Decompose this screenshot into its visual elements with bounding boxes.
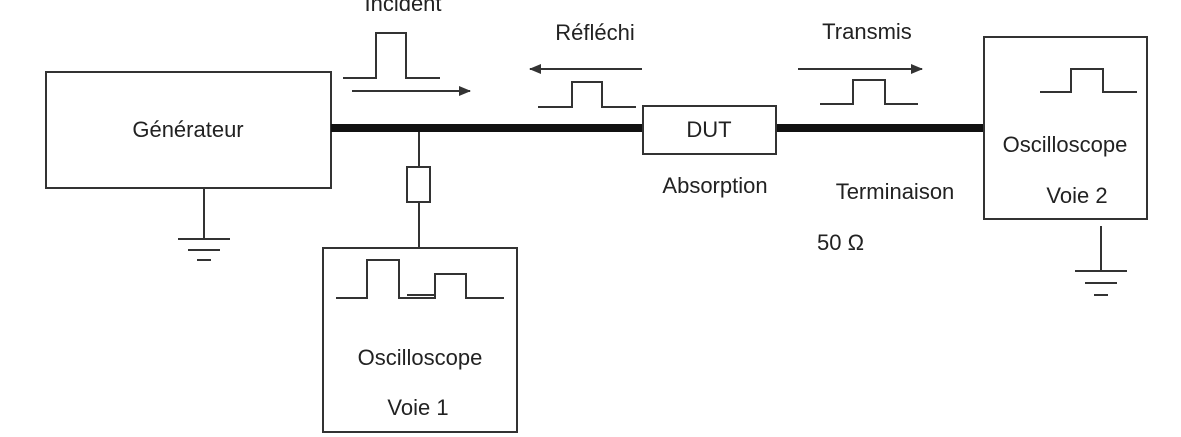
transmis-pulse	[820, 79, 918, 105]
generator-box	[45, 71, 332, 189]
incident-label: Incident	[364, 0, 441, 16]
probe-resistor	[406, 166, 431, 203]
oscilloscope-voie1-box	[322, 247, 518, 433]
oscilloscope-voie2-label-line2: Voie 2	[1046, 183, 1107, 208]
absorption-label: Absorption	[662, 173, 767, 198]
oscilloscope-voie1-label-line1: Oscilloscope	[358, 345, 483, 370]
transmis-label: Transmis	[822, 19, 912, 44]
generator-label: Générateur	[132, 117, 243, 142]
reflechi-pulse	[538, 81, 636, 108]
dut-label: DUT	[686, 117, 731, 142]
oscilloscope-voie1-label-line2: Voie 1	[387, 395, 448, 420]
oscilloscope-voie1-trace	[336, 259, 504, 299]
impedance-label: 50 Ω	[817, 230, 864, 255]
oscilloscope-voie2-label-line1: Oscilloscope	[1003, 132, 1128, 157]
terminaison-label: Terminaison	[836, 179, 955, 204]
oscilloscope-voie2-trace	[1040, 68, 1137, 93]
dut-box	[642, 105, 777, 155]
incident-pulse	[343, 32, 440, 79]
reflechi-label: Réfléchi	[555, 20, 634, 45]
oscilloscope-voie2-ground-icon	[1075, 226, 1127, 296]
generator-ground-icon	[178, 188, 230, 261]
oscilloscope-voie2-box	[983, 36, 1148, 220]
